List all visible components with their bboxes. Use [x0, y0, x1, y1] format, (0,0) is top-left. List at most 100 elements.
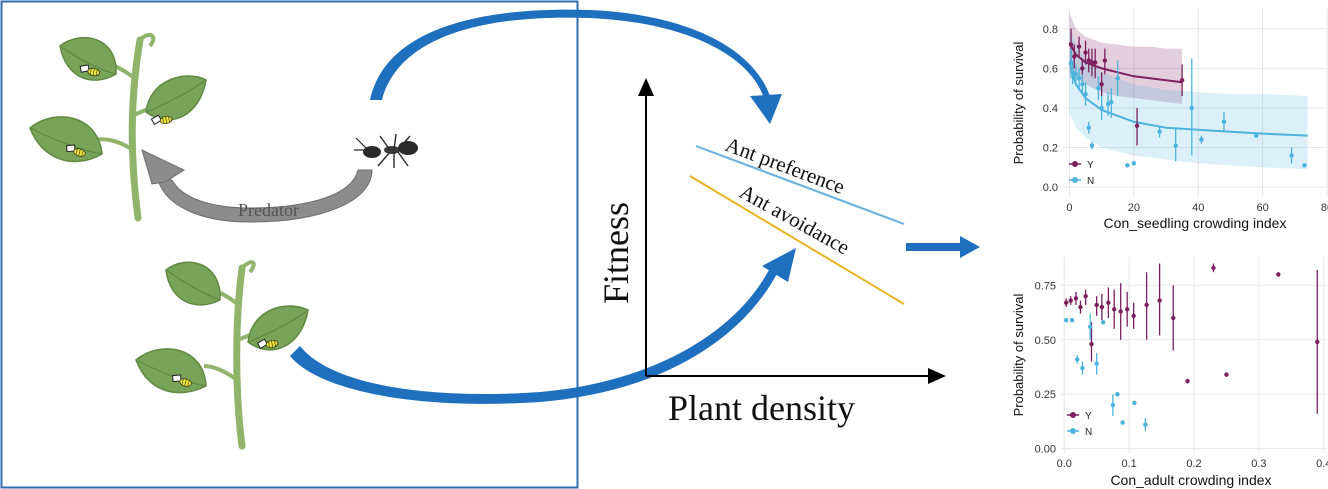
- seedling-chart: 0204060800.00.20.40.60.8 YN Con_seedling…: [1011, 9, 1328, 231]
- data-point-Y: [1099, 82, 1104, 87]
- grid: [1061, 257, 1327, 453]
- data-point-Y: [1076, 44, 1082, 49]
- ant-avoidance-line: [689, 175, 905, 305]
- y-tick-label: 0.0: [1043, 182, 1058, 194]
- data-point-N: [1069, 317, 1075, 323]
- data-point-N: [1080, 82, 1085, 87]
- data-point-N: [1221, 119, 1227, 125]
- data-point-Y: [1276, 272, 1281, 277]
- data-point-N: [1070, 70, 1075, 75]
- plant-icon: [29, 32, 207, 222]
- y-tick-label: 0.4: [1043, 103, 1058, 115]
- data-point-Y: [1068, 42, 1074, 47]
- data-point-N: [1086, 125, 1091, 130]
- data-point-Y: [1072, 54, 1077, 59]
- points: [1063, 263, 1320, 432]
- data-point-N: [1087, 324, 1093, 329]
- data-point-Y: [1089, 341, 1094, 347]
- data-point-N: [1199, 137, 1204, 142]
- x-tick-label: 0.4: [1316, 458, 1328, 470]
- data-point-N: [1110, 402, 1116, 408]
- legend-dot-Y: [1072, 161, 1078, 167]
- data-point-N: [1173, 143, 1178, 148]
- data-point-N: [1115, 392, 1120, 397]
- data-point-Y: [1102, 58, 1108, 63]
- y-tick-label: 0.25: [1035, 389, 1056, 401]
- data-point-N: [1157, 129, 1162, 134]
- x-tick-label: 60: [1256, 202, 1268, 214]
- data-point-Y: [1171, 315, 1176, 321]
- x-tick-label: 0.3: [1251, 458, 1266, 470]
- x-axis-label: Con_adult crowding index: [1110, 472, 1271, 488]
- data-point-Y: [1092, 60, 1098, 65]
- legend-dot-N: [1072, 177, 1078, 183]
- predator-arrow: [141, 149, 373, 223]
- points: [1068, 28, 1307, 168]
- data-point-Y: [1089, 60, 1095, 65]
- ant-preference-line: [695, 145, 905, 225]
- y-tick-label: 0.2: [1043, 143, 1058, 155]
- data-point-N: [1076, 76, 1082, 81]
- grid: [1063, 9, 1328, 197]
- concept-plot: Ant preference Ant avoidance Fitness Pla…: [596, 78, 946, 428]
- data-point-Y: [1112, 307, 1117, 312]
- legend-label-Y: Y: [1085, 411, 1092, 422]
- data-point-Y: [1078, 304, 1083, 310]
- legend-dot-N: [1070, 428, 1076, 434]
- data-point-N: [1109, 99, 1114, 105]
- ticks: 0.00.10.20.30.40.000.250.500.75: [1035, 280, 1328, 470]
- legend-label-N: N: [1087, 176, 1094, 187]
- data-point-Y: [1094, 302, 1099, 308]
- data-point-N: [1099, 105, 1104, 111]
- x-tick-label: 0.0: [1057, 458, 1072, 470]
- data-point-N: [1100, 320, 1106, 325]
- data-point-Y: [1106, 300, 1111, 305]
- data-point-Y: [1134, 123, 1140, 128]
- data-point-N: [1094, 361, 1099, 366]
- legend: YN: [1069, 160, 1094, 187]
- data-point-N: [1125, 163, 1130, 168]
- data-point-N: [1289, 153, 1294, 158]
- x-tick-label: 0.2: [1186, 458, 1201, 470]
- y-tick-label: 0.8: [1043, 24, 1058, 36]
- data-point-N: [1083, 91, 1088, 97]
- data-point-N: [1132, 400, 1137, 406]
- data-point-Y: [1315, 339, 1320, 345]
- data-point-N: [1302, 163, 1307, 168]
- x-tick-label: 40: [1192, 202, 1204, 214]
- data-point-Y: [1179, 78, 1185, 83]
- x-tick-label: 20: [1128, 202, 1140, 214]
- schematic-frame: [0, 0, 579, 489]
- legend: YN: [1067, 411, 1092, 438]
- y-tick-label: 0.00: [1035, 444, 1056, 456]
- data-point-N: [1089, 143, 1095, 148]
- data-point-N: [1096, 85, 1101, 91]
- flow-arrow-ant-avoidance: [290, 248, 796, 404]
- data-point-Y: [1157, 298, 1162, 303]
- adult-chart: 0.00.10.20.30.40.000.250.500.75 YN Con_a…: [1011, 257, 1328, 488]
- data-point-Y: [1086, 58, 1091, 63]
- y-tick-label: 0.75: [1035, 280, 1056, 292]
- y-tick-label: 0.50: [1035, 335, 1056, 347]
- legend-label-N: N: [1085, 427, 1092, 438]
- y-axis-label: Probability of survival: [1011, 293, 1026, 416]
- x-axis-label: Con_seedling crowding index: [1104, 215, 1287, 231]
- data-point-N: [1075, 357, 1080, 362]
- data-point-N: [1073, 72, 1079, 77]
- data-point-N: [1105, 101, 1111, 107]
- data-point-N: [1115, 76, 1120, 81]
- data-point-N: [1253, 133, 1259, 138]
- data-point-Y: [1211, 265, 1216, 271]
- data-point-Y: [1131, 313, 1136, 318]
- flow-arrow-ant-preference: [370, 9, 782, 124]
- data-point-Y: [1083, 50, 1088, 55]
- data-point-Y: [1124, 307, 1130, 312]
- data-point-Y: [1099, 304, 1105, 310]
- legend-label-Y: Y: [1087, 160, 1094, 171]
- data-point-Y: [1080, 66, 1085, 71]
- plant-icon: [135, 260, 309, 450]
- fitness-axis-label: Fitness: [596, 202, 636, 304]
- data-point-N: [1063, 317, 1069, 323]
- data-point-Y: [1073, 296, 1079, 301]
